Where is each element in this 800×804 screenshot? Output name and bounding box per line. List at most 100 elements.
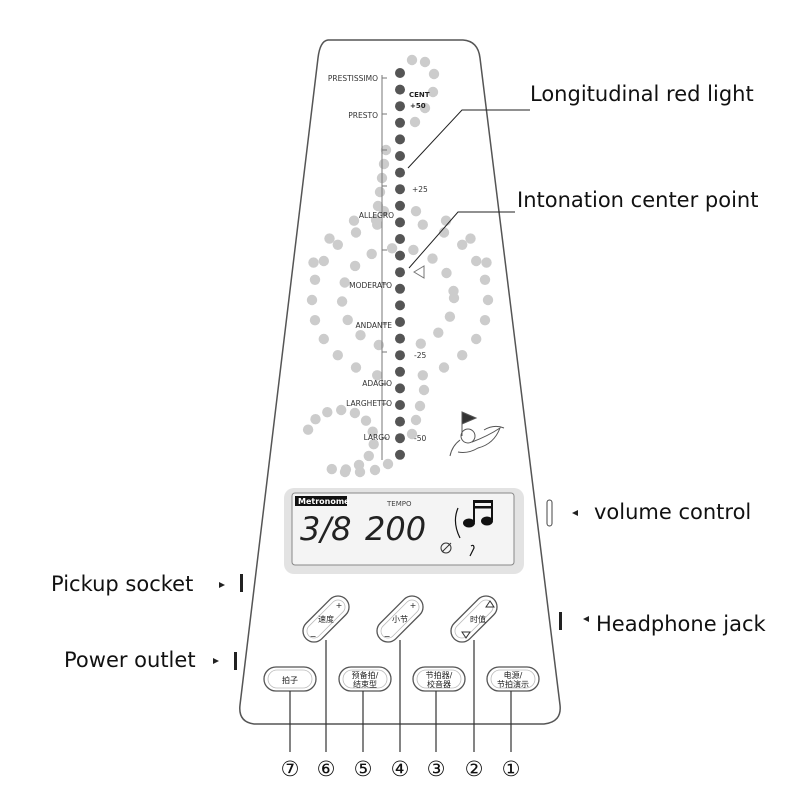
prebeat-label-line1: 预备拍/ — [352, 670, 379, 680]
clef-dot — [471, 255, 482, 267]
clef-dot — [332, 350, 343, 361]
cent-label-minus50: -50 — [414, 434, 426, 443]
clef-dot — [419, 56, 431, 68]
clef-dot — [355, 330, 366, 341]
beamed-notes-icon — [454, 500, 493, 557]
bar-plus-label: + — [410, 601, 417, 610]
clef-dot — [318, 255, 329, 267]
clef-dot — [318, 333, 329, 345]
tempo-label-prestissimo: PRESTISSIMO — [328, 74, 378, 83]
clef-dot — [367, 426, 378, 437]
led-dot — [395, 84, 405, 95]
led-dot — [395, 217, 405, 228]
cent-label-plus25: +25 — [412, 185, 428, 194]
led-dot — [395, 151, 405, 161]
clef-dot — [309, 274, 321, 285]
bar-rocker-button[interactable]: 小节 + − — [372, 591, 427, 646]
headphone-jack[interactable] — [559, 612, 562, 630]
power-demo-button[interactable]: 电源/ 节拍演示 — [486, 666, 540, 692]
clef-dot — [409, 116, 421, 128]
led-dot — [395, 267, 405, 278]
callout-arrow-icons — [213, 510, 589, 664]
lcd-beat-readout: 3/8 — [300, 510, 352, 548]
clef-dot — [465, 233, 476, 244]
callout-pickup-socket: Pickup socket — [51, 572, 193, 596]
clef-dot — [427, 253, 438, 264]
led-dot — [395, 350, 405, 361]
tempo-scale-ticks — [382, 77, 387, 439]
speed-button-label: 速度 — [318, 614, 334, 624]
beat-button[interactable]: 拍子 — [263, 666, 317, 692]
clef-dot — [427, 86, 439, 98]
clef-dot — [354, 466, 366, 478]
clef-dot — [366, 248, 377, 260]
clef-dot — [374, 186, 386, 198]
duration-down-icon — [461, 631, 471, 639]
intonation-center-marker-icon — [413, 265, 425, 279]
clef-dot — [417, 370, 428, 381]
clef-dot — [309, 315, 321, 326]
clef-dot — [339, 277, 350, 288]
clef-dot — [349, 260, 361, 272]
led-dot — [395, 333, 405, 344]
clef-dot — [382, 458, 394, 470]
clef-dot — [332, 239, 343, 250]
clef-dot — [479, 315, 491, 326]
duration-rocker-button[interactable]: 时值 — [446, 591, 501, 646]
clef-dot — [479, 274, 491, 285]
clef-dot — [348, 215, 360, 226]
lcd-tempo-title: TEMPO — [386, 500, 412, 508]
clef-dot — [372, 219, 383, 230]
tempo-label-moderato: MODERATO — [349, 281, 392, 290]
clef-dot — [481, 257, 492, 268]
pickup-socket[interactable] — [240, 574, 243, 592]
volume-control-wheel[interactable] — [546, 499, 553, 527]
clef-dot — [457, 350, 468, 361]
lcd-bpm-readout: 200 — [365, 510, 426, 548]
callout-volume-control: volume control — [594, 500, 751, 524]
clef-dot — [373, 339, 384, 351]
number-leader-lines — [289, 640, 512, 752]
clef-dot — [336, 404, 347, 416]
tempo-label-allegro: ALLEGRO — [359, 211, 394, 220]
clef-dot — [342, 314, 353, 326]
led-dot — [395, 250, 405, 261]
clef-dot — [444, 311, 456, 322]
cent-label-plus50: +50 — [410, 102, 426, 110]
prebeat-ending-button[interactable]: 预备拍/ 结束型 — [338, 666, 392, 692]
clef-dot — [369, 464, 381, 476]
lcd-mode-badge: Metronome — [298, 497, 350, 506]
clef-dot — [448, 285, 459, 297]
led-dot — [395, 68, 405, 78]
led-dot — [395, 416, 405, 427]
callout-headphone-jack: Headphone jack — [596, 612, 767, 636]
button-number-3: ③ — [427, 757, 446, 781]
led-dot — [395, 117, 405, 128]
metronome-tuner-button[interactable]: 节拍器/ 校音器 — [412, 666, 466, 692]
clef-dot — [336, 296, 348, 307]
clef-dot — [438, 227, 450, 238]
treble-clef-dot-pattern — [302, 54, 494, 478]
clef-dot — [414, 400, 426, 412]
clef-dot — [410, 206, 422, 217]
speed-plus-label: + — [336, 601, 343, 610]
clef-dot — [408, 244, 419, 256]
clef-dot — [324, 233, 335, 244]
cent-title: CENT — [409, 91, 430, 99]
led-dot — [395, 200, 405, 211]
clef-dot — [428, 68, 440, 80]
led-dot — [395, 134, 405, 145]
clef-dot — [302, 424, 314, 435]
power-label-line1: 电源/ — [504, 670, 523, 680]
duration-up-icon — [485, 600, 495, 608]
clef-dot — [441, 267, 452, 279]
led-dot — [395, 234, 405, 244]
clef-dot — [322, 407, 333, 418]
led-dot — [395, 167, 405, 178]
tempo-label-andante: ANDANTE — [356, 321, 393, 330]
clef-dot — [419, 102, 431, 114]
metronome-sound-icon — [440, 542, 452, 554]
speed-rocker-button[interactable]: 速度 + − — [298, 591, 353, 646]
power-outlet[interactable] — [234, 652, 237, 670]
